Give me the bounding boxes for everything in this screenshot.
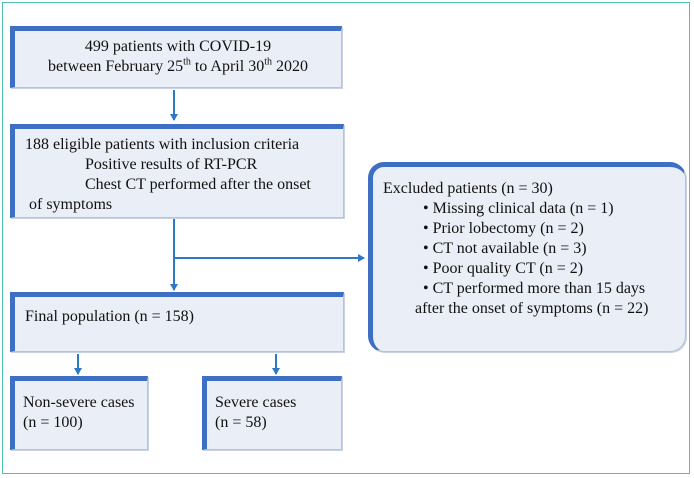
- excluded-item: • Poor quality CT (n = 2): [423, 260, 584, 277]
- box-eligible-patients: 188 eligible patients with inclusion cri…: [10, 124, 344, 218]
- initial-patients-line2: between February 25th to April 30th 2020: [48, 56, 308, 75]
- excluded-item: • CT not available (n = 3): [423, 240, 587, 257]
- box-severe-cases: Severe cases (n = 58): [202, 376, 342, 450]
- box-final-population: Final population (n = 158): [10, 292, 344, 352]
- excluded-item: • Prior lobectomy (n = 2): [423, 220, 584, 237]
- severe-label: Severe cases: [215, 394, 297, 411]
- non-severe-count: (n = 100): [23, 414, 83, 431]
- eligible-title: 188 eligible patients with inclusion cri…: [25, 136, 300, 153]
- excluded-item-cont: after the onset of symptoms (n = 22): [415, 300, 649, 317]
- figure-frame: [2, 2, 690, 474]
- criterion-chest-ct: Chest CT performed after the onset: [85, 176, 311, 193]
- box-non-severe-cases: Non-severe cases (n = 100): [10, 376, 148, 450]
- criterion-chest-ct-cont: of symptoms: [29, 196, 113, 213]
- excluded-title: Excluded patients (n = 30): [383, 180, 553, 197]
- severe-count: (n = 58): [215, 414, 267, 431]
- final-population-label: Final population (n = 158): [25, 308, 195, 325]
- initial-patients-line1: 499 patients with COVID-19: [84, 38, 272, 55]
- excluded-item: • Missing clinical data (n = 1): [423, 200, 614, 217]
- box-initial-patients: 499 patients with COVID-19 between Febru…: [10, 26, 342, 88]
- excluded-item: • CT performed more than 15 days: [423, 280, 646, 297]
- criterion-rt-pcr: Positive results of RT-PCR: [85, 156, 258, 173]
- non-severe-label: Non-severe cases: [23, 394, 135, 411]
- box-excluded-patients: Excluded patients (n = 30) • Missing cli…: [368, 162, 686, 352]
